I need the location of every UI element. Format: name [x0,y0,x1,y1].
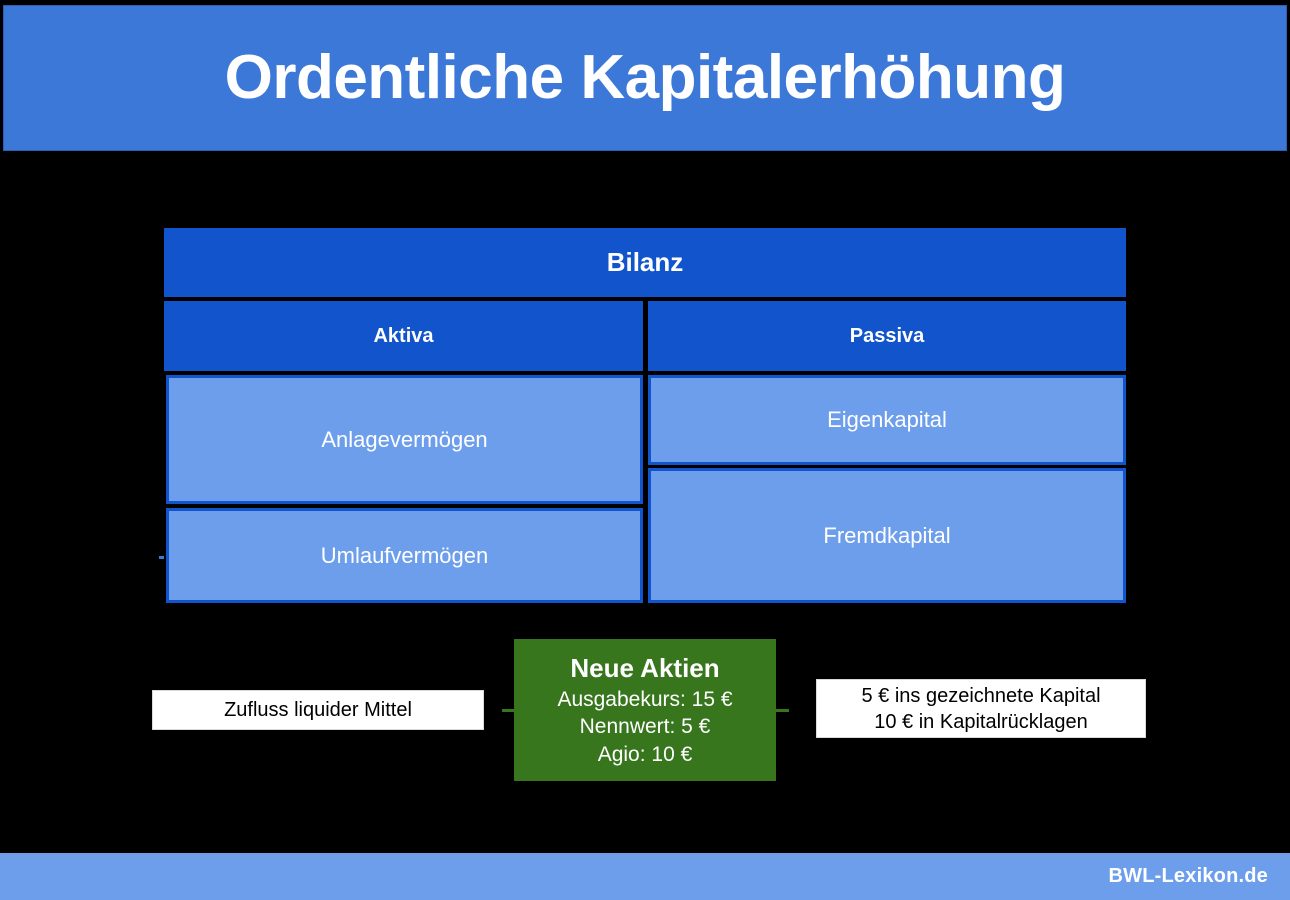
inflow-callout-label: Zufluss liquider Mittel [224,698,412,721]
inflow-callout-box: Zufluss liquider Mittel [152,690,484,730]
connector-stub-umlaufvermoegen [159,556,164,559]
connector-stub-green-right [776,709,789,712]
balance-sheet-item-eigenkapital: Eigenkapital [648,375,1126,465]
allocation-callout-box: 5 € ins gezeichnete Kapital 10 € in Kapi… [816,679,1146,738]
balance-sheet-item-anlagevermoegen: Anlagevermögen [166,375,643,504]
new-shares-box: Neue Aktien Ausgabekurs: 15 € Nennwert: … [514,639,776,781]
new-shares-title: Neue Aktien [570,653,720,684]
balance-sheet-item-fremdkapital: Fremdkapital [648,468,1126,603]
new-shares-agio: Agio: 10 € [597,743,693,767]
new-shares-nominal-value: Nennwert: 5 € [579,715,711,739]
balance-sheet-column-header-passiva: Passiva [648,301,1126,371]
footer-bar: BWL-Lexikon.de [0,853,1290,900]
page-header-banner: Ordentliche Kapitalerhöhung [3,5,1287,151]
connector-stub-green-left [502,709,515,712]
balance-sheet-item-umlaufvermoegen: Umlaufvermögen [166,508,643,603]
allocation-line-capital-reserve: 10 € in Kapitalrücklagen [874,710,1088,733]
page-title: Ordentliche Kapitalerhöhung [224,43,1066,112]
new-shares-issue-price: Ausgabekurs: 15 € [557,687,733,711]
footer-brand: BWL-Lexikon.de [1108,865,1268,887]
balance-sheet-diagram: Bilanz Aktiva Passiva Anlagevermögen Uml… [164,228,1126,603]
balance-sheet-column-header-aktiva: Aktiva [164,301,643,371]
balance-sheet-title: Bilanz [164,228,1126,297]
allocation-line-subscribed-capital: 5 € ins gezeichnete Kapital [861,684,1101,707]
